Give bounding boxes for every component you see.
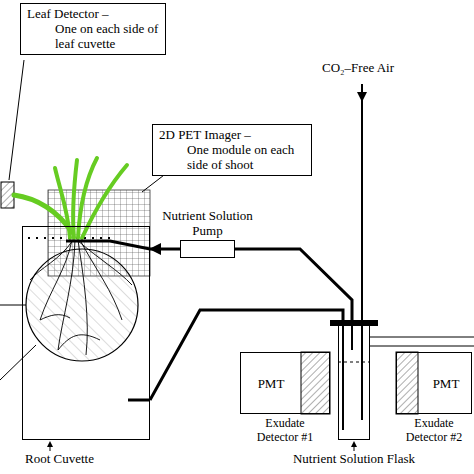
detector-crystal [396,352,418,414]
node-text: One module on each side of shoot [159,142,305,172]
arrowhead [47,441,53,447]
node-text: Root Cuvette [25,451,94,466]
roots [30,240,132,355]
detector-crystal [301,352,330,414]
arrowhead [357,92,367,102]
node-text: 2D PET Imager – [159,127,305,142]
leader-line [9,60,24,180]
liquid-level [338,362,370,363]
tube [370,346,474,347]
air-tube [361,84,363,420]
exudate-detector: PMTExudate Detector #2 [396,352,472,414]
node-text: One on each side of leaf cuvette [27,21,159,51]
tube-connector [150,310,343,400]
pump-box: Nutrient Solution Pump [180,240,235,258]
node-text: Exudate Detector #2 [398,416,470,444]
node-text: Leaf Detector – [27,6,159,21]
nutrient-flask: Nutrient Solution Flask [338,322,370,440]
node-text: Exudate Detector #1 [249,416,321,444]
tube [66,241,150,249]
callout-box: Leaf Detector –One on each side of leaf … [20,3,166,55]
exudate-detector: PMTExudate Detector #1 [240,352,330,414]
root-cuvette: Root Cuvette [22,226,150,440]
callout-box: 2D PET Imager –One module on each side o… [152,124,312,176]
node-text: PMT [419,376,473,391]
arrowhead [351,441,357,447]
tube [342,322,344,430]
tube-connector [150,248,180,251]
node-text: Nutrient Solution Flask [293,451,415,466]
tube [370,337,474,338]
leader-line [0,345,36,380]
tube [351,322,353,350]
node-text: Nutrient Solution Pump [153,208,263,238]
label-text: CO₂–Free Air [322,60,394,75]
tube [128,399,150,402]
node-text: PMT [241,376,301,391]
